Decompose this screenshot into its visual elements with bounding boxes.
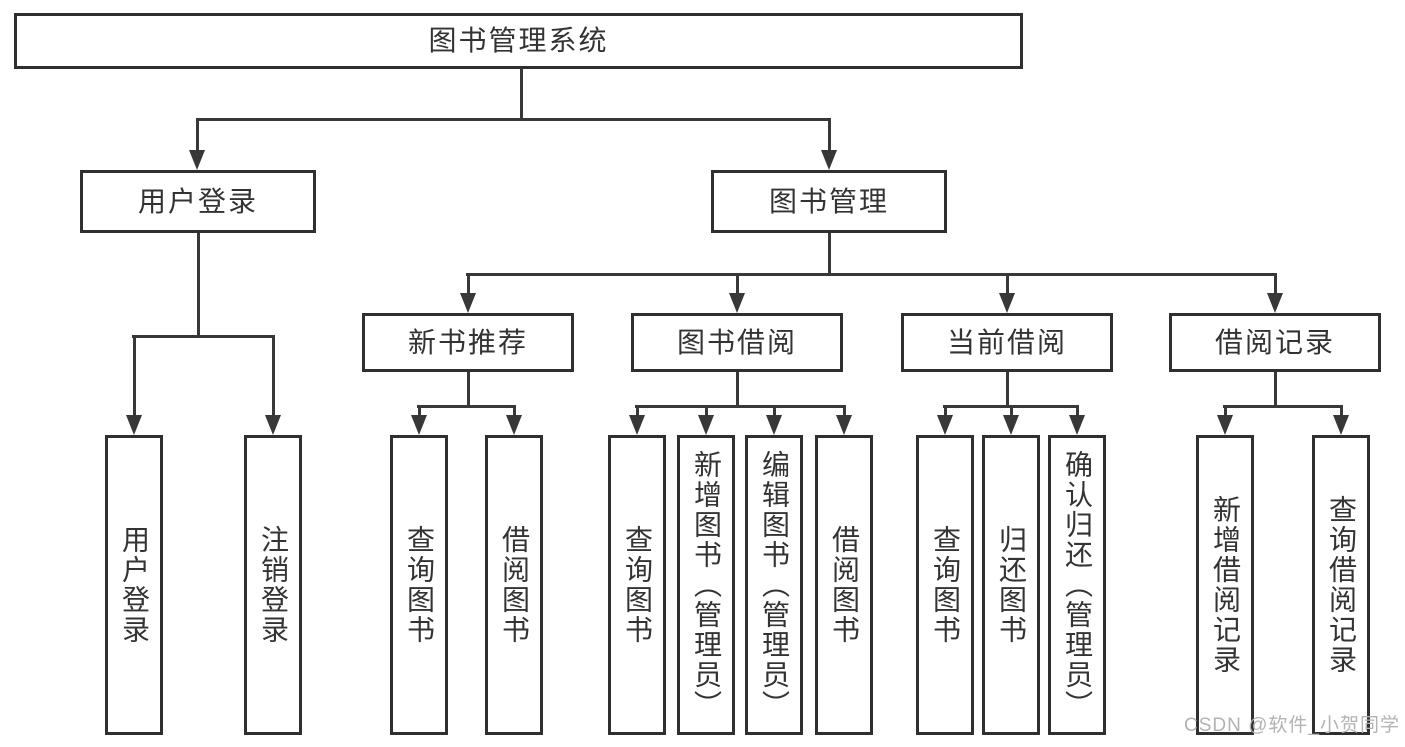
- connector-line: [705, 405, 708, 418]
- connector-line: [520, 68, 523, 120]
- connector-line: [843, 405, 846, 418]
- arrow-down-icon: [460, 293, 476, 313]
- connector-line: [1076, 405, 1079, 418]
- leaf-recommend-borrow-book: 借阅图书: [485, 435, 543, 735]
- connector-line: [944, 405, 947, 418]
- connector-line: [1274, 273, 1277, 297]
- leaf-confirm-return-admin: 确认归还（管理员）: [1048, 435, 1106, 735]
- arrow-down-icon: [126, 415, 142, 435]
- node-current-borrow: 当前借阅: [901, 313, 1113, 372]
- arrow-down-icon: [189, 150, 205, 170]
- arrow-down-icon: [1069, 415, 1085, 435]
- arrow-down-icon: [1267, 293, 1283, 313]
- connector-line: [1010, 405, 1013, 418]
- leaf-user-login: 用户登录: [105, 435, 163, 735]
- connector-line: [635, 405, 846, 408]
- arrow-down-icon: [265, 415, 281, 435]
- node-user-login: 用户登录: [80, 170, 316, 233]
- leaf-edit-book-admin: 编辑图书（管理员）: [745, 435, 803, 735]
- connector-line: [466, 273, 1277, 276]
- connector-line: [196, 118, 199, 154]
- connector-line: [1340, 405, 1343, 418]
- arrow-down-icon: [821, 150, 837, 170]
- csdn-watermark: CSDN @软件_小贺同学: [1184, 715, 1400, 736]
- arrow-down-icon: [1333, 415, 1349, 435]
- arrow-down-icon: [729, 293, 745, 313]
- arrow-down-icon: [836, 415, 852, 435]
- connector-line: [1223, 405, 1343, 408]
- leaf-borrow-book: 借阅图书: [815, 435, 873, 735]
- arrow-down-icon: [411, 415, 427, 435]
- arrow-down-icon: [506, 415, 522, 435]
- arrow-down-icon: [698, 415, 714, 435]
- leaf-recommend-query-book: 查询图书: [390, 435, 448, 735]
- connector-line: [1006, 372, 1009, 408]
- leaf-add-book-admin: 新增图书（管理员）: [677, 435, 735, 735]
- arrow-down-icon: [937, 415, 953, 435]
- node-book-management: 图书管理: [711, 170, 947, 233]
- leaf-borrow-query-book: 查询图书: [608, 435, 666, 735]
- connector-line: [1006, 273, 1009, 297]
- node-book-borrow: 图书借阅: [631, 313, 843, 372]
- connector-line: [417, 405, 516, 408]
- connector-line: [467, 273, 470, 297]
- arrow-down-icon: [629, 415, 645, 435]
- connector-line: [1274, 372, 1277, 408]
- leaf-current-query-book: 查询图书: [916, 435, 974, 735]
- node-root: 图书管理系统: [14, 13, 1023, 69]
- leaf-logout: 注销登录: [244, 435, 302, 735]
- leaf-add-borrow-record: 新增借阅记录: [1196, 435, 1254, 735]
- connector-line: [828, 233, 831, 276]
- connector-line: [513, 405, 516, 418]
- connector-line: [133, 335, 136, 418]
- connector-line: [828, 118, 831, 154]
- arrow-down-icon: [999, 293, 1015, 313]
- node-borrow-records: 借阅记录: [1169, 313, 1381, 372]
- connector-line: [467, 372, 470, 408]
- node-new-book-recommend: 新书推荐: [362, 313, 574, 372]
- connector-line: [196, 118, 831, 121]
- connector-line: [1224, 405, 1227, 418]
- leaf-return-book: 归还图书: [982, 435, 1040, 735]
- connector-line: [636, 405, 639, 418]
- connector-line: [132, 335, 275, 338]
- connector-line: [736, 273, 739, 297]
- connector-line: [773, 405, 776, 418]
- connector-line: [197, 233, 200, 336]
- connector-line: [418, 405, 421, 418]
- arrow-down-icon: [1217, 415, 1233, 435]
- connector-line: [272, 335, 275, 418]
- leaf-query-borrow-record: 查询借阅记录: [1312, 435, 1370, 735]
- arrow-down-icon: [766, 415, 782, 435]
- connector-line: [736, 372, 739, 408]
- arrow-down-icon: [1003, 415, 1019, 435]
